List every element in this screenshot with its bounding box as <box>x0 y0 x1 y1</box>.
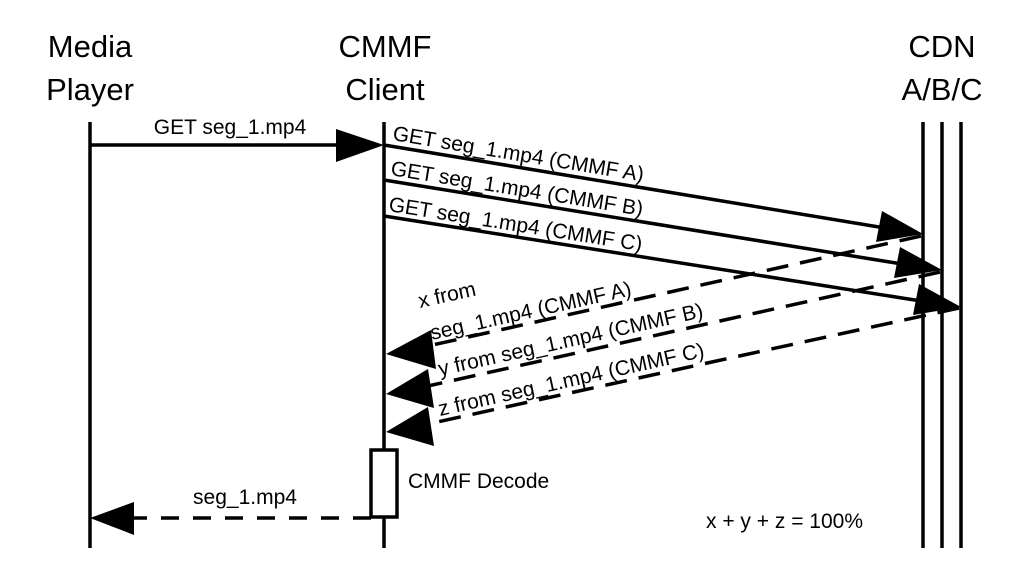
message-label-line1: x from <box>416 278 478 313</box>
arrowhead-icon <box>386 369 434 408</box>
actor-cmmf-client: CMMF Client <box>339 29 432 107</box>
arrowhead-icon <box>386 407 434 446</box>
arrowhead-icon <box>876 211 923 242</box>
message-get-seg1: GET seg_1.mp4 <box>90 116 384 162</box>
arrowhead-icon <box>386 330 436 369</box>
actor-label-line1: Media <box>48 29 133 64</box>
arrow-line <box>383 214 922 303</box>
arrowhead-icon <box>336 129 384 162</box>
message-label: seg_1.mp4 <box>193 486 297 509</box>
arrowhead-icon <box>913 284 961 315</box>
sum-note: x + y + z = 100% <box>706 510 863 533</box>
actor-label-line2: A/B/C <box>902 72 983 107</box>
arrow-line-dashed <box>427 234 922 348</box>
actor-cdn: CDN A/B/C <box>902 29 983 107</box>
arrow-line-dashed <box>427 270 941 388</box>
return-seg1-to-player: seg_1.mp4 <box>90 486 371 535</box>
actor-media-player: Media Player <box>46 29 134 107</box>
arrow-line-dashed <box>427 306 960 426</box>
arrow-line <box>383 143 886 230</box>
actor-label-line1: CDN <box>908 29 975 64</box>
actor-label-line1: CMMF <box>339 29 432 64</box>
actor-label-line2: Player <box>46 72 134 107</box>
arrowhead-icon <box>90 502 134 535</box>
message-label: GET seg_1.mp4 <box>154 116 307 139</box>
arrow-line <box>383 178 903 266</box>
actor-label-line2: Client <box>345 72 425 107</box>
activation-box <box>369 448 399 519</box>
activation-label: CMMF Decode <box>408 470 549 493</box>
arrowhead-icon <box>894 247 942 278</box>
